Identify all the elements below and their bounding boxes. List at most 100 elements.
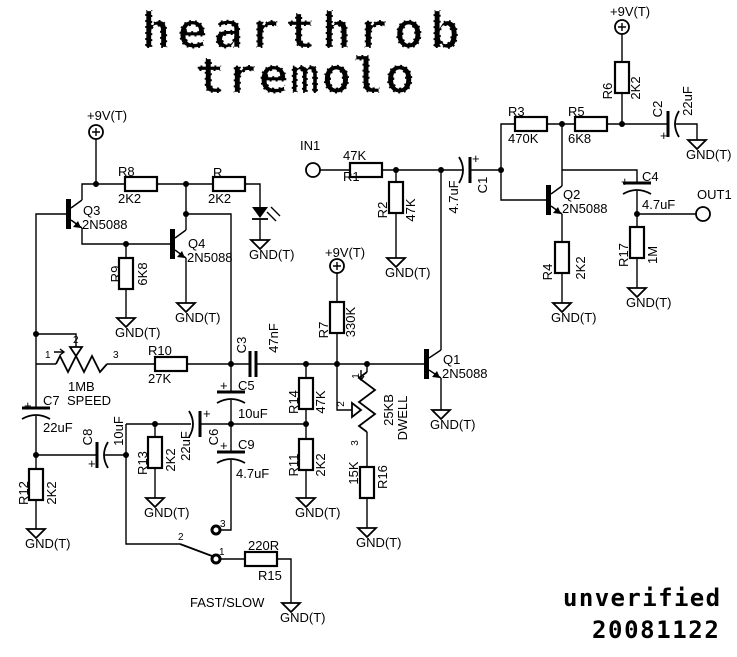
c2-value: 22uF: [680, 86, 695, 116]
wire: [185, 184, 232, 364]
pot-arrow-icon: [54, 348, 66, 356]
dwell-pot-value: 25KB: [381, 394, 396, 426]
q3-collector: [70, 199, 83, 209]
c8-polarity: +: [88, 456, 96, 471]
c4-curved-plate: [622, 189, 652, 195]
switch-pin-2: 2: [178, 532, 184, 543]
switch-lever: [179, 543, 213, 557]
speed-pot-value: 1MB: [68, 379, 95, 394]
q2-transistor-base: [546, 185, 551, 215]
q2-value: 2N5088: [562, 201, 608, 216]
r8-value: 2K2: [118, 191, 141, 206]
q1-value: 2N5088: [442, 366, 488, 381]
r17-value: 1M: [645, 246, 660, 264]
r11-ref: R11: [286, 454, 301, 477]
wire: [125, 424, 180, 545]
q1-transistor-base: [424, 349, 429, 379]
pot-arrow-icon: [357, 370, 365, 382]
dwell-pin-3: 3: [350, 440, 361, 446]
r12-value: 2K2: [44, 481, 59, 504]
r14-ref: R14: [286, 390, 301, 414]
c5-polarity: +: [220, 378, 228, 393]
r11-resistor: [297, 437, 315, 472]
ground-label: GND(T): [144, 505, 190, 520]
c1-polarity: +: [472, 151, 480, 166]
c7-value: 22uF: [43, 420, 73, 435]
r6-resistor: [613, 60, 631, 95]
r-led-ref: R: [213, 165, 222, 180]
c7-curved-plate: [21, 414, 51, 420]
c2-polarity: +: [660, 128, 668, 143]
r5-resistor: [573, 115, 609, 133]
r10-ref: R10: [148, 343, 172, 358]
ground-label: GND(T): [385, 265, 431, 280]
q2-collector: [550, 185, 563, 195]
r17-resistor: [628, 225, 646, 260]
c7-ref: C7: [43, 393, 60, 408]
dwell-potentiometer: [357, 371, 377, 433]
c8-ref: C8: [80, 429, 95, 446]
q4-emitter-arrow-icon: [177, 251, 185, 258]
r5-ref: R5: [568, 104, 585, 119]
r9-value: 6K8: [135, 262, 150, 285]
c5-curved-plate: [216, 398, 246, 404]
r2-resistor: [387, 180, 405, 215]
ground-icon: [143, 497, 167, 509]
dwell-pot-name: DWELL: [395, 396, 410, 441]
c9-value: 4.7uF: [236, 466, 269, 481]
q4-transistor-base: [170, 229, 175, 259]
q3-emitter-arrow-icon: [73, 221, 81, 228]
r1-value: 47K: [343, 148, 366, 163]
switch-pin-1: 1: [219, 547, 225, 558]
r13-value: 2K2: [163, 448, 178, 471]
q3-ref: Q3: [83, 203, 100, 218]
r10-value: 27K: [148, 371, 171, 386]
input-label: IN1: [300, 138, 320, 153]
junction-dot: [438, 167, 444, 173]
wire: [220, 460, 232, 531]
ground-label: GND(T): [686, 147, 732, 162]
c5-ref: C5: [238, 378, 255, 393]
speed-wiper-icon: [68, 346, 84, 358]
r16-value: 15K: [346, 461, 361, 484]
wire: [245, 183, 261, 207]
switch-pin-3: 3: [220, 519, 226, 530]
power-label: +9V(T): [325, 245, 365, 260]
ground-label: GND(T): [551, 310, 597, 325]
c9-ref: C9: [238, 437, 255, 452]
plus-icon: [92, 128, 100, 136]
c4-ref: C4: [642, 169, 659, 184]
ground-icon: [279, 602, 303, 614]
output-label: OUT1: [697, 187, 732, 202]
q2-emitter-arrow-icon: [553, 207, 561, 214]
dwell-pin-1: 1: [351, 373, 362, 379]
r9-ref: R9: [108, 266, 123, 283]
ground-icon: [625, 287, 649, 299]
r2-value: 47K: [403, 198, 418, 221]
ground-label: GND(T): [626, 295, 672, 310]
c8-curved-plate: [103, 441, 109, 469]
c1-value: 4.7uF: [446, 180, 461, 213]
switch-terminal-3: [210, 524, 222, 536]
r12-resistor: [27, 467, 45, 502]
switch-name: FAST/SLOW: [190, 595, 265, 610]
r16-resistor: [358, 465, 376, 500]
ground-icon: [174, 302, 198, 314]
input-jack-icon: [305, 162, 321, 178]
plus-icon: [618, 23, 626, 31]
ground-label: GND(T): [175, 310, 221, 325]
q3-value: 2N5088: [82, 217, 128, 232]
q4-ref: Q4: [188, 236, 205, 251]
ground-label: GND(T): [295, 505, 341, 520]
q1-emitter-arrow-icon: [432, 371, 440, 378]
speed-potentiometer: [55, 353, 108, 375]
ground-icon: [294, 497, 318, 509]
r12-ref: R12: [16, 481, 31, 505]
r13-ref: R13: [135, 451, 150, 475]
r4-value: 2K2: [573, 256, 588, 279]
r15-value: 220R: [248, 538, 279, 553]
c1-curved-plate: [458, 156, 464, 184]
c7-polarity: +: [24, 398, 32, 413]
wire: [562, 169, 638, 183]
